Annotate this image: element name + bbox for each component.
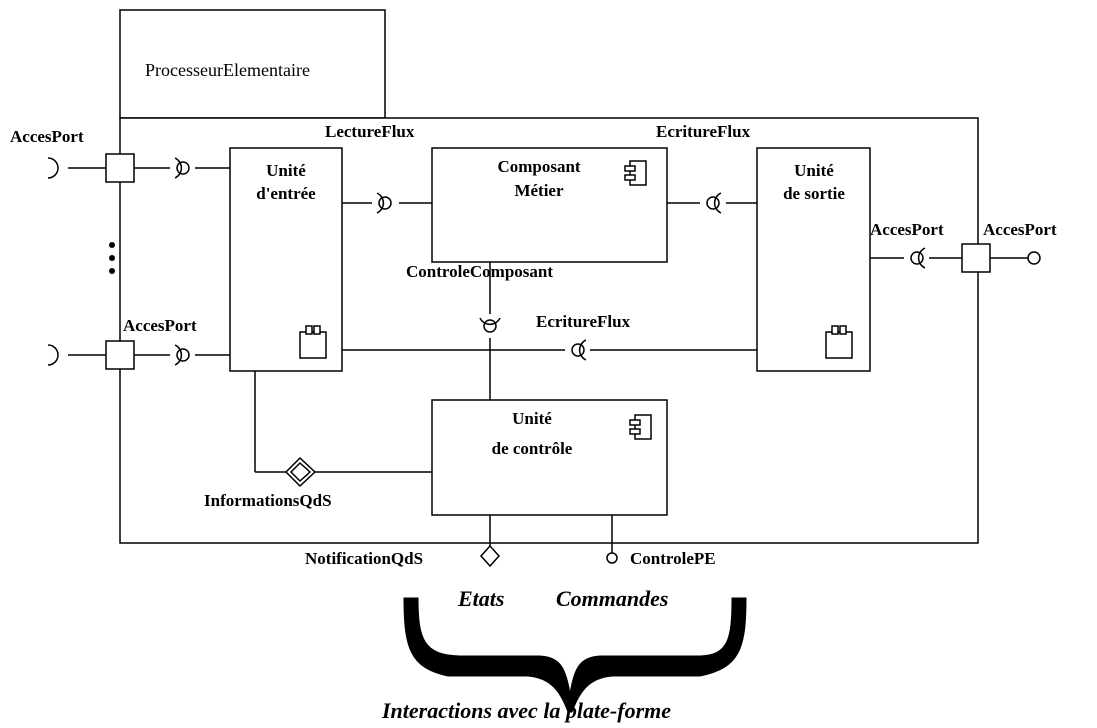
label-commandes: Commandes — [556, 586, 668, 611]
component-icon — [299, 325, 327, 359]
lollipop-controle-pe — [606, 552, 618, 564]
port-right — [961, 243, 991, 273]
label-ecriture-flux-mid: EcritureFlux — [536, 312, 631, 331]
assembly-ecriture-flux-top — [706, 192, 722, 214]
component-unite-entree: Unité d'entrée — [229, 147, 343, 372]
component-icon — [624, 160, 647, 186]
label-notification-qds: NotificationQdS — [305, 549, 423, 568]
label-informations-qds: InformationsQdS — [204, 491, 332, 510]
curly-brace — [403, 597, 747, 713]
label-etats: Etats — [457, 586, 504, 611]
unite-entree-label-2: d'entrée — [256, 184, 316, 203]
label-accesport-left-bottom: AccesPort — [123, 316, 197, 335]
package-title: ProcesseurElementaire — [145, 60, 310, 80]
component-unite-sortie: Unité de sortie — [756, 147, 871, 372]
assembly-left-top — [174, 157, 190, 179]
label-controle-composant: ControleComposant — [406, 262, 553, 281]
assembly-controle-composant — [479, 317, 501, 333]
lollipop-right — [1027, 251, 1041, 265]
port-left-top — [105, 153, 135, 183]
component-composant-metier: Composant Métier — [431, 147, 668, 263]
unite-controle-label-1: Unité — [512, 409, 552, 428]
package-tab — [119, 9, 386, 119]
port-left-bottom — [105, 340, 135, 370]
socket-left-bottom — [47, 344, 59, 366]
composant-metier-label-2: Métier — [514, 181, 564, 200]
label-accesport-right-a: AccesPort — [870, 220, 944, 239]
label-interactions-caption: Interactions avec la plate-forme — [381, 698, 671, 723]
label-lecture-flux: LectureFlux — [325, 122, 415, 141]
component-icon — [825, 325, 853, 359]
label-ecriture-flux-top: EcritureFlux — [656, 122, 751, 141]
component-icon — [629, 414, 652, 440]
composant-metier-label-1: Composant — [497, 157, 580, 176]
unite-controle-label-2: de contrôle — [492, 439, 573, 458]
assembly-lecture-flux — [376, 192, 392, 214]
assembly-right-port — [910, 247, 926, 269]
label-accesport-right-b: AccesPort — [983, 220, 1057, 239]
label-controle-pe: ControlePE — [630, 549, 716, 568]
unite-sortie-label-2: de sortie — [783, 184, 845, 203]
assembly-ecriture-flux-mid — [571, 339, 587, 361]
diamond-notification-qds — [479, 544, 501, 568]
socket-left-top — [47, 157, 59, 179]
assembly-left-bottom — [174, 344, 190, 366]
unite-sortie-label-1: Unité — [794, 161, 834, 180]
unite-entree-label-1: Unité — [266, 161, 306, 180]
diamond-informations-qds — [284, 456, 317, 488]
component-unite-controle: Unité de contrôle — [431, 399, 668, 516]
ellipsis-dots — [109, 242, 115, 274]
label-accesport-left-top: AccesPort — [10, 127, 84, 146]
